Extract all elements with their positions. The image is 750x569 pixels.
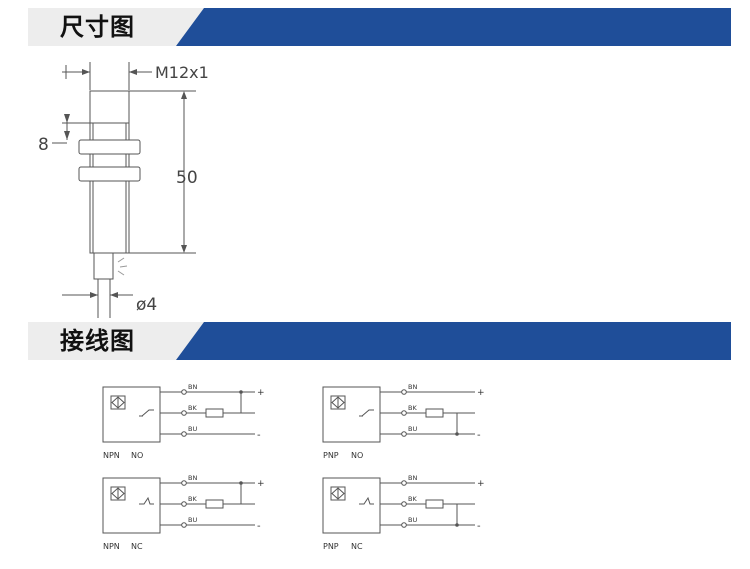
wire-label-bn: BN (188, 474, 197, 482)
terminal-dot (181, 410, 187, 416)
wiring-diagram-npn-nc (102, 477, 255, 534)
wire-label-bk: BK (408, 495, 417, 503)
thread-label: M12x1 (155, 63, 209, 82)
wire-label-bu: BU (188, 516, 197, 524)
output-type-label: NPN (103, 451, 120, 460)
load-resistor (205, 408, 224, 418)
wire-label-bu: BU (408, 516, 417, 524)
negative-label: - (477, 521, 481, 532)
terminal-dot (401, 501, 407, 507)
terminal-dot (181, 431, 187, 437)
wiring-banner: 接线图 (28, 322, 731, 360)
wiring-diagram-pnp-no (322, 386, 475, 443)
wiring-diagram-pnp-nc (322, 477, 475, 534)
wire-label-bn: BN (408, 383, 417, 391)
sensor-box (322, 386, 381, 443)
output-mode-label: NC (351, 542, 363, 551)
dimensions-title: 尺寸图 (60, 13, 135, 41)
sensor-box (102, 386, 161, 443)
output-type-label: NPN (103, 542, 120, 551)
load-resistor (425, 499, 444, 509)
switch-nc (139, 496, 154, 505)
terminal-dot (401, 431, 407, 437)
sensor-box (102, 477, 161, 534)
positive-label: + (257, 388, 265, 398)
positive-label: + (477, 479, 485, 489)
output-mode-label: NC (131, 542, 143, 551)
terminal-dot (181, 501, 187, 507)
terminal-dot (401, 480, 407, 486)
output-mode-label: NO (351, 451, 363, 460)
output-type-label: PNP (323, 451, 339, 460)
terminal-dot (401, 389, 407, 395)
wire-label-bu: BU (188, 425, 197, 433)
terminal-dot (181, 389, 187, 395)
wire-label-bk: BK (188, 495, 197, 503)
switch-nc (359, 496, 374, 505)
sensor-box (322, 477, 381, 534)
sensor-symbol (330, 395, 346, 410)
sensor-symbol (110, 395, 126, 410)
terminal-dot (181, 480, 187, 486)
wiring-diagram-npn-no (102, 386, 255, 443)
banner-blue-bar (176, 8, 731, 46)
positive-label: + (477, 388, 485, 398)
wiring-title: 接线图 (60, 327, 135, 355)
length-label: 50 (176, 168, 198, 188)
wire-label-bn: BN (408, 474, 417, 482)
load-resistor (205, 499, 224, 509)
wire-label-bk: BK (408, 404, 417, 412)
terminal-dot (181, 522, 187, 528)
nut-offset-label: 8 (38, 135, 49, 155)
wire-label-bk: BK (188, 404, 197, 412)
output-mode-label: NO (131, 451, 143, 460)
positive-label: + (257, 479, 265, 489)
sensor-symbol (110, 486, 126, 501)
wire-label-bu: BU (408, 425, 417, 433)
negative-label: - (257, 521, 261, 532)
dimensions-banner: 尺寸图 (28, 8, 731, 46)
load-resistor (425, 408, 444, 418)
nut-upper (78, 139, 141, 155)
nut-lower (78, 166, 141, 182)
terminal-dot (401, 410, 407, 416)
sensor-symbol (330, 486, 346, 501)
cable-diameter-label: ø4 (136, 295, 157, 315)
banner-blue-bar (176, 322, 731, 360)
switch-no (141, 409, 154, 417)
wire-label-bn: BN (188, 383, 197, 391)
switch-no (361, 409, 374, 417)
negative-label: - (257, 430, 261, 441)
output-type-label: PNP (323, 542, 339, 551)
negative-label: - (477, 430, 481, 441)
cable-gland (93, 252, 114, 280)
terminal-dot (401, 522, 407, 528)
